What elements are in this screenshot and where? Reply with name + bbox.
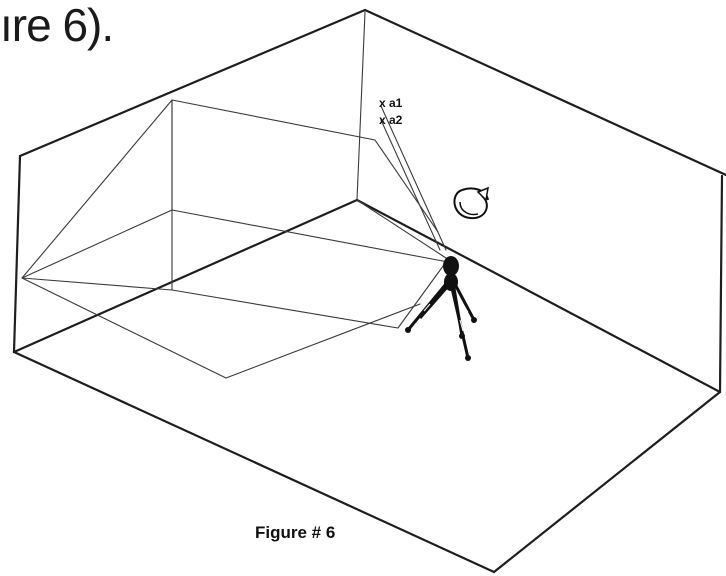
room-top-back-edge [18, 8, 726, 177]
leg-2 [418, 285, 450, 319]
pivot-joint [405, 256, 477, 361]
figure-caption: Figure # 6 [255, 523, 336, 542]
room-right-vertical-edge [718, 174, 724, 394]
floor-front-left-edge [12, 350, 496, 574]
leg-5 [452, 287, 464, 337]
floor-back-left-edge [12, 198, 359, 354]
room-back-vertical-edge [356, 11, 366, 201]
room-box [12, 8, 726, 574]
leg-4 [454, 285, 476, 321]
lower-plane-left-outline [21, 277, 421, 379]
pivot-joint-upper [443, 256, 459, 276]
lower-plane-outline [171, 261, 447, 329]
foot-3 [465, 355, 471, 361]
point-label-a1: x a1 [379, 96, 403, 110]
sight-lines [356, 105, 447, 259]
line-to-corner [356, 199, 447, 259]
foot-1 [405, 327, 411, 333]
foot-4 [471, 317, 477, 323]
upper-plane-front-edge [171, 209, 449, 263]
floor-back-right-edge [355, 198, 722, 394]
heading-text-fragment: ıre 6). [0, 0, 114, 51]
line-from-a2 [380, 119, 441, 251]
tilted-planes [21, 99, 449, 379]
point-label-a2: x a2 [379, 113, 403, 127]
foot-5 [459, 333, 465, 339]
rotation-arrow-icon [453, 186, 489, 220]
upper-plane-outline [21, 99, 439, 279]
line-from-a1 [380, 105, 447, 251]
floor-front-right-edge [492, 390, 722, 574]
room-left-vertical-edge [12, 154, 22, 354]
lower-plane-inner-edge [21, 277, 173, 291]
upper-plane-bottom-edge [21, 209, 173, 279]
